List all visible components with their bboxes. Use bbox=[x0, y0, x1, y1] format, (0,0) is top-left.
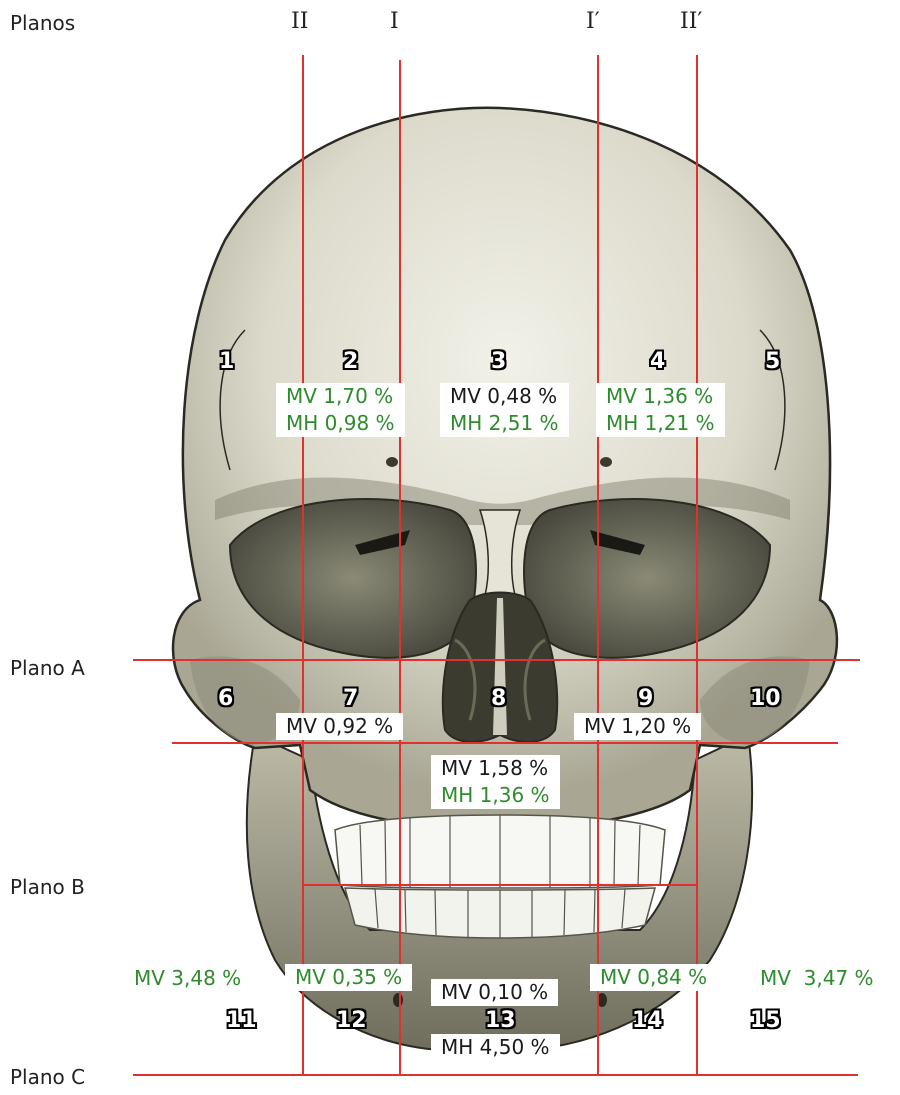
region-number: 10 bbox=[750, 686, 781, 711]
region-number: 6 bbox=[218, 686, 233, 711]
region-4-mv: MV 1,36 % bbox=[606, 383, 715, 410]
region-2-mh: MH 0,98 % bbox=[286, 410, 395, 437]
region-number: 8 bbox=[491, 686, 506, 711]
plane-I-label: I bbox=[390, 9, 399, 34]
region-14-measurements: MV 0,84 % bbox=[590, 964, 717, 991]
region-number: 3 bbox=[491, 349, 506, 374]
region-14-mv: MV 0,84 % bbox=[600, 964, 707, 991]
region-9-measurements: MV 1,20 % bbox=[574, 713, 701, 740]
region-12-measurements: MV 0,35 % bbox=[285, 964, 412, 991]
region-3-measurements: MV 0,48 % MH 2,51 % bbox=[440, 383, 569, 437]
region-number: 4 bbox=[650, 349, 665, 374]
region-number: 7 bbox=[343, 686, 358, 711]
region-9-mv: MV 1,20 % bbox=[584, 713, 691, 740]
plane-II-prime-label: II′ bbox=[680, 9, 702, 34]
region-8-mh: MH 1,36 % bbox=[441, 782, 550, 809]
region-4-measurements: MV 1,36 % MH 1,21 % bbox=[596, 383, 725, 437]
region-7-mv: MV 0,92 % bbox=[286, 713, 393, 740]
region-11-mv: MV 3,48 % bbox=[134, 966, 241, 990]
region-13-mv: MV 0,10 % bbox=[441, 979, 548, 1006]
plano-b-label: Plano B bbox=[10, 875, 85, 899]
region-number: 11 bbox=[226, 1008, 257, 1033]
region-12-mv: MV 0,35 % bbox=[295, 964, 402, 991]
region-15-mv: MV 3,47 % bbox=[760, 966, 874, 990]
region-number: 9 bbox=[638, 686, 653, 711]
region-3-mv: MV 0,48 % bbox=[450, 383, 559, 410]
region-number: 2 bbox=[343, 349, 358, 374]
planos-label: Planos bbox=[10, 11, 75, 35]
region-3-mh: MH 2,51 % bbox=[450, 410, 559, 437]
region-number: 12 bbox=[336, 1008, 367, 1033]
region-number: 5 bbox=[765, 349, 780, 374]
region-8-measurements: MV 1,58 % MH 1,36 % bbox=[431, 755, 560, 809]
plano-a-label: Plano A bbox=[10, 656, 85, 680]
plane-I-prime-label: I′ bbox=[586, 9, 600, 34]
region-8-mv: MV 1,58 % bbox=[441, 755, 550, 782]
plane-II-label: II bbox=[291, 9, 308, 34]
region-13-mh-box: MH 4,50 % bbox=[431, 1034, 560, 1061]
region-number: 15 bbox=[750, 1008, 781, 1033]
region-4-mh: MH 1,21 % bbox=[606, 410, 715, 437]
region-13-mh: MH 4,50 % bbox=[441, 1034, 550, 1061]
region-number: 13 bbox=[485, 1008, 516, 1033]
region-2-mv: MV 1,70 % bbox=[286, 383, 395, 410]
region-number: 1 bbox=[219, 349, 234, 374]
region-7-measurements: MV 0,92 % bbox=[276, 713, 403, 740]
plano-c-label: Plano C bbox=[10, 1065, 85, 1089]
region-13-mv-box: MV 0,10 % bbox=[431, 979, 558, 1006]
region-number: 14 bbox=[632, 1008, 663, 1033]
region-2-measurements: MV 1,70 % MH 0,98 % bbox=[276, 383, 405, 437]
